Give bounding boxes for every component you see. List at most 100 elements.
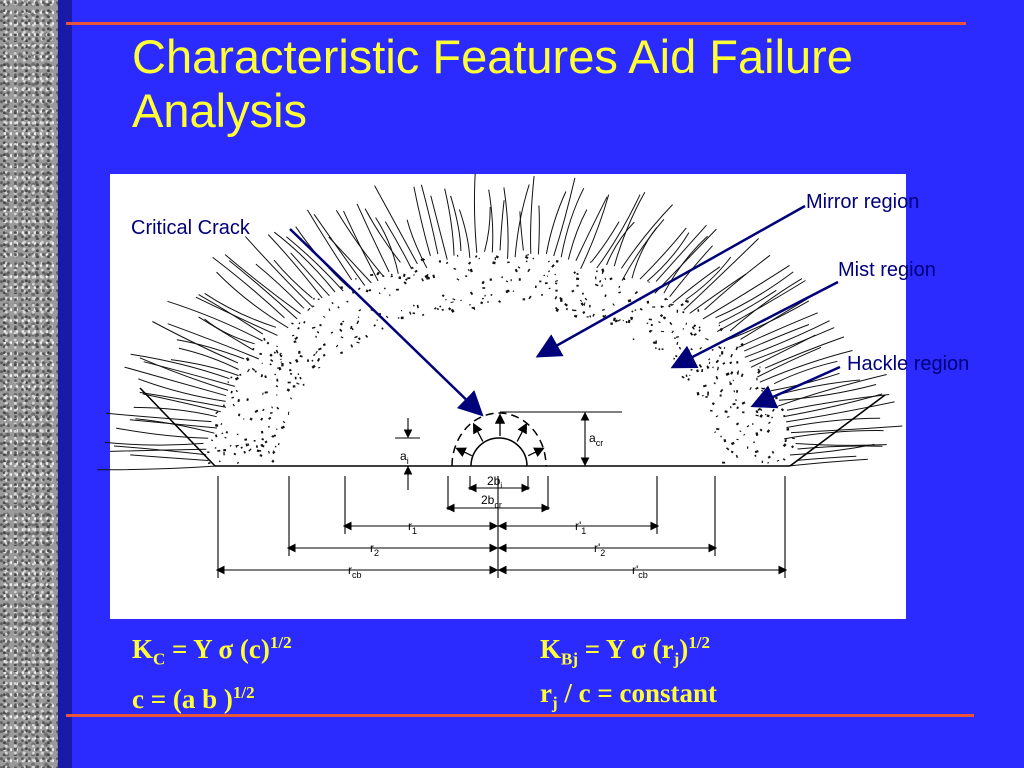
mist-mark [400, 309, 403, 312]
mist-mark [287, 381, 291, 384]
mist-mark [322, 353, 326, 357]
hackle-mark [672, 266, 721, 304]
mist-mark [715, 415, 719, 418]
mist-mark [246, 398, 249, 402]
mist-mark [215, 411, 219, 415]
mist-mark [291, 322, 294, 325]
dim-a-i: ai [400, 449, 409, 466]
mist-mark [692, 326, 695, 329]
mist-mark [474, 255, 478, 258]
dim-r2-prime: r'2 [594, 541, 605, 558]
hackle-region [97, 173, 903, 471]
mist-mark [312, 297, 315, 300]
mist-mark [237, 413, 241, 417]
mist-mark [719, 388, 724, 393]
mist-mark [263, 337, 266, 341]
mist-mark [398, 276, 402, 280]
mist-mark [306, 359, 310, 362]
mist-mark [761, 460, 764, 463]
mist-mark [468, 261, 472, 265]
hackle-mark [519, 211, 524, 251]
mist-mark [273, 434, 277, 437]
hackle-mark [364, 208, 401, 263]
mist-mark [705, 395, 708, 398]
mist-mark [469, 291, 474, 296]
mist-mark [757, 369, 761, 374]
bottom-rule [66, 714, 974, 717]
mist-mark [713, 382, 716, 385]
mist-mark [726, 447, 730, 451]
mist-mark [671, 303, 674, 306]
hackle-mark [204, 292, 277, 328]
hackle-mark [384, 221, 413, 270]
mist-mark [518, 278, 521, 281]
hackle-mark [715, 271, 794, 319]
mist-mark [650, 323, 654, 327]
mist-mark [752, 423, 754, 425]
hackle-mark [503, 187, 509, 259]
mist-mark [465, 275, 468, 278]
hackle-mark [553, 177, 576, 257]
mist-mark [716, 366, 719, 371]
mist-mark [315, 335, 317, 338]
mist-mark [441, 308, 444, 311]
mist-mark [335, 344, 339, 348]
mist-mark [661, 348, 664, 350]
mist-mark [719, 327, 723, 332]
mist-mark [574, 314, 578, 318]
mist-mark [708, 361, 711, 365]
mist-mark [233, 452, 237, 456]
mist-mark [357, 337, 361, 341]
hackle-mark [596, 194, 641, 269]
mist-mark [271, 406, 273, 409]
mist-mark [214, 434, 218, 438]
mist-mark [554, 280, 558, 283]
mist-mark [328, 308, 331, 311]
mist-mark [662, 316, 667, 320]
mist-mark [407, 277, 411, 280]
mist-mark [594, 283, 599, 287]
mist-mark [490, 293, 493, 296]
mist-mark [761, 389, 764, 392]
hackle-mark [743, 324, 810, 352]
mist-mark [709, 409, 713, 412]
hackle-mark [560, 187, 585, 258]
callout-arrows [289, 204, 841, 417]
mist-mark [244, 438, 248, 441]
mist-mark [255, 445, 258, 448]
mist-mark [271, 459, 275, 463]
mist-mark [740, 342, 744, 346]
mist-mark [575, 277, 580, 281]
dim-r2: r2 [370, 541, 379, 558]
mist-mark [671, 330, 674, 334]
mist-mark [782, 443, 787, 448]
mist-mark [791, 445, 795, 449]
mist-mark [730, 371, 734, 375]
mist-mark [231, 396, 235, 399]
mist-mark [492, 261, 496, 265]
mist-mark [254, 370, 257, 373]
mist-mark [467, 269, 470, 272]
hackle-mark [786, 401, 895, 423]
hackle-mark [420, 184, 439, 255]
formula-left: KC = Y σ (c)1/2 c = (a b )1/2 [132, 626, 292, 716]
mist-mark [220, 422, 223, 426]
mist-mark [759, 414, 764, 418]
mist-mark [256, 449, 260, 453]
crack-growth-arrow [472, 422, 484, 442]
title-line-1: Characteristic Features Aid Failure [132, 30, 853, 83]
mist-mark [689, 332, 694, 336]
mist-mark [702, 384, 707, 388]
mist-mark [340, 336, 344, 339]
mist-mark [302, 307, 305, 309]
mist-mark [276, 367, 281, 369]
mist-mark [456, 254, 459, 257]
mist-mark [554, 282, 558, 285]
mist-mark [579, 299, 583, 302]
mist-mark [576, 284, 579, 287]
mist-mark [356, 320, 360, 325]
mist-mark [481, 298, 484, 300]
mist-mark [411, 266, 414, 270]
mist-mark [660, 330, 665, 333]
mist-mark [715, 375, 719, 380]
